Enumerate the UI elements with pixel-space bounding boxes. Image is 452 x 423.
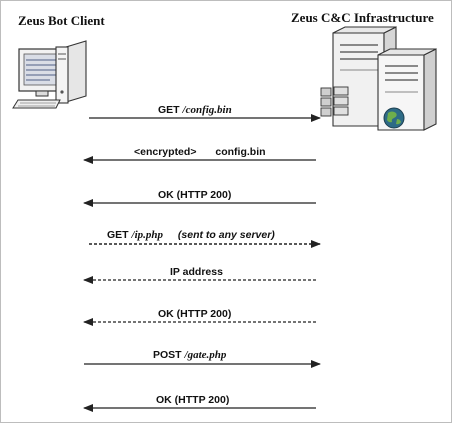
label-encrypted-config: <encrypted> config.bin <box>134 146 266 158</box>
label-ok-1: OK (HTTP 200) <box>158 189 232 201</box>
label-get-config: GET /config.bin <box>158 104 232 116</box>
label-post-gate-method: POST <box>153 349 182 361</box>
label-ok-3: OK (HTTP 200) <box>156 394 230 406</box>
label-ok-2: OK (HTTP 200) <box>158 308 232 320</box>
label-get-ip-path: /ip.php <box>131 229 163 241</box>
label-encrypted-text: <encrypted> <box>134 146 197 158</box>
label-get-config-method: GET <box>158 104 180 116</box>
label-config-bin: config.bin <box>215 146 266 158</box>
client-title: Zeus Bot Client <box>18 13 105 28</box>
label-ip-address: IP address <box>170 266 223 278</box>
label-post-gate: POST /gate.php <box>153 349 226 361</box>
label-get-ip-note: (sent to any server) <box>177 229 275 241</box>
label-get-config-path: /config.bin <box>182 104 232 116</box>
label-get-ip: GET /ip.php (sent to any server) <box>107 229 275 241</box>
label-post-gate-path: /gate.php <box>184 349 227 361</box>
server-title: Zeus C&C Infrastructure <box>291 10 434 25</box>
label-get-ip-method: GET <box>107 229 129 241</box>
